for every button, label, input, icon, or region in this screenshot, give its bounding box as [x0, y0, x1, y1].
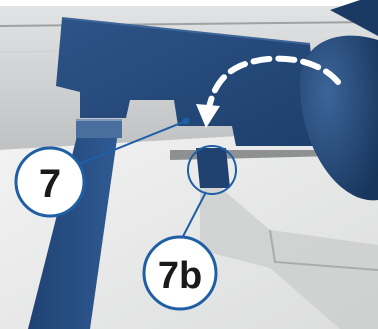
callout-7-label: 7 — [39, 162, 61, 206]
panel-tab — [196, 148, 230, 188]
callout-7b: 7b — [144, 237, 216, 309]
callout-7: 7 — [16, 148, 84, 216]
callout-7b-label: 7b — [158, 255, 202, 297]
callout-7-anchor — [183, 118, 190, 125]
strap-clip — [76, 120, 122, 138]
